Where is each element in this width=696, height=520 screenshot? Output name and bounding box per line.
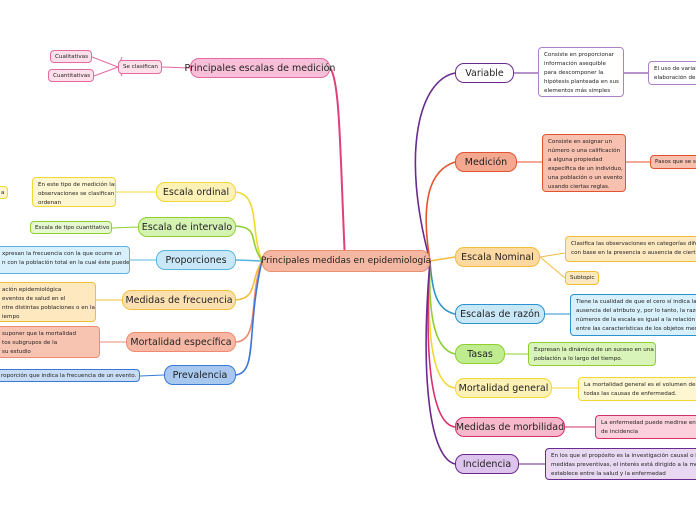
note-proporciones: xpresan la frecuencia con la que ocurre … bbox=[0, 246, 130, 274]
note-variable-uso: El uso de varial elaboración de bbox=[648, 61, 696, 85]
branch-mortalidad-especifica[interactable]: Mortalidad específica bbox=[126, 332, 236, 352]
note-tasas: Expresan la dinámica de un suceso en una… bbox=[528, 342, 656, 366]
note-variable: Consiste en proporcionar información ase… bbox=[538, 47, 624, 97]
branch-variable[interactable]: Variable bbox=[455, 63, 514, 83]
central-topic[interactable]: Principales medidas en epidemiología bbox=[261, 250, 431, 272]
leaf-cualitativas[interactable]: Cualitativas bbox=[50, 50, 92, 63]
note-prevalencia: roporción que indica la frecuencia de un… bbox=[0, 369, 140, 382]
branch-prevalencia[interactable]: Prevalencia bbox=[164, 365, 236, 385]
branch-medicion[interactable]: Medición bbox=[455, 152, 517, 172]
branch-tasas[interactable]: Tasas bbox=[455, 344, 505, 364]
branch-escala-ordinal[interactable]: Escala ordinal bbox=[156, 182, 236, 202]
subtopic-se-clasifican[interactable]: Se clasifican bbox=[118, 60, 162, 74]
note-medicion: Consiste en asignar un número o una cali… bbox=[542, 134, 626, 192]
subtopic-escala-nominal[interactable]: Subtopic bbox=[565, 271, 599, 285]
note-escala-nominal: Clasifica las observaciones en categoría… bbox=[565, 236, 696, 262]
note-medicion-pasos: Pasos que se s bbox=[650, 155, 696, 169]
note-escala-ordinal-extra: a bbox=[0, 186, 8, 199]
note-medidas-de-frecuencia: ación epidemiológica eventos de salud en… bbox=[0, 282, 96, 322]
branch-escalas-de-medicion[interactable]: Principales escalas de medición bbox=[185, 58, 335, 78]
branch-incidencia[interactable]: Incidencia bbox=[455, 454, 519, 474]
branch-medidas-de-morbilidad[interactable]: Medidas de morbilidad bbox=[455, 417, 565, 437]
branch-mortalidad-general[interactable]: Mortalidad general bbox=[455, 378, 552, 398]
leaf-cuantitativas[interactable]: Cuantitativas bbox=[48, 69, 94, 82]
branch-proporciones[interactable]: Proporciones bbox=[156, 250, 236, 270]
note-escala-ordinal: En este tipo de medición las observacion… bbox=[32, 177, 116, 207]
branch-escalas-de-razon[interactable]: Escalas de razón bbox=[455, 304, 545, 324]
note-escalas-de-razon: Tiene la cualidad de que el cero sí indi… bbox=[570, 294, 696, 336]
branch-escala-nominal[interactable]: Escala Nominal bbox=[455, 247, 540, 267]
note-mortalidad-especifica: suponer que la mortalidad tos subgrupos … bbox=[0, 326, 100, 358]
note-medidas-de-morbilidad: La enfermedad puede medirse en de incide… bbox=[595, 415, 696, 439]
note-escala-de-intervalo: Escala de tipo cuantitativo bbox=[30, 221, 112, 234]
branch-medidas-de-frecuencia[interactable]: Medidas de frecuencia bbox=[122, 290, 236, 310]
note-mortalidad-general: La mortalidad general es el volumen de t… bbox=[578, 377, 696, 401]
note-incidencia: En los que el propósito es la investigac… bbox=[545, 448, 696, 480]
branch-escala-de-intervalo[interactable]: Escala de intervalo bbox=[138, 217, 236, 237]
